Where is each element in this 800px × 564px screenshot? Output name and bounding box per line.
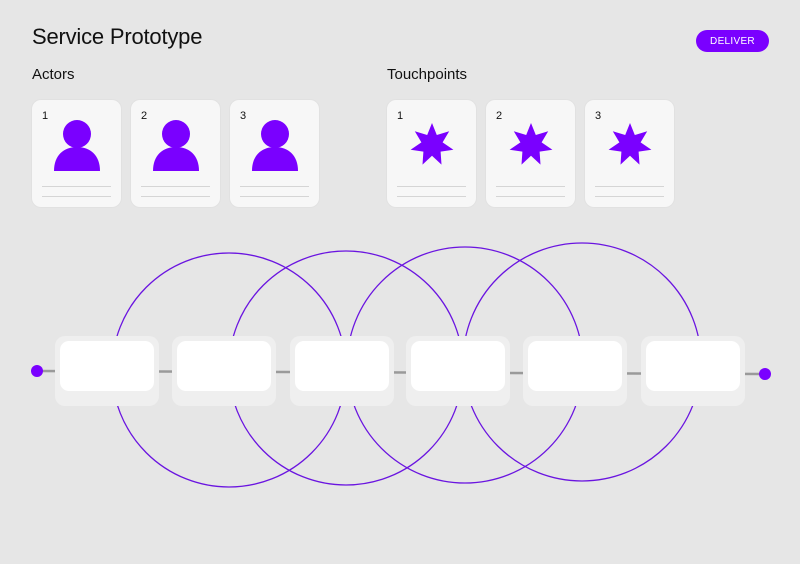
actor-card-1[interactable]: 1 — [32, 100, 121, 207]
star-icon — [608, 123, 652, 165]
flow-step-4 — [406, 336, 510, 406]
flow-step-5 — [523, 336, 627, 406]
flow-step-box[interactable] — [411, 341, 505, 391]
touchpoint-card-1[interactable]: 1 — [387, 100, 476, 207]
touchpoints-heading: Touchpoints — [387, 66, 468, 83]
card-line — [240, 196, 309, 197]
flow-step-2 — [172, 336, 276, 406]
person-icon — [252, 120, 298, 171]
flow-step-box[interactable] — [177, 341, 271, 391]
actor-card-3[interactable]: 3 — [230, 100, 319, 207]
person-icon — [153, 120, 199, 171]
card-line — [240, 186, 309, 187]
flow-step-box[interactable] — [60, 341, 154, 391]
person-icon — [54, 120, 100, 171]
card-line — [141, 186, 210, 187]
star-icon — [410, 123, 454, 165]
flow-step-box[interactable] — [528, 341, 622, 391]
page-title: Service Prototype — [32, 24, 203, 49]
card-line — [42, 196, 111, 197]
actor-number: 2 — [141, 110, 148, 122]
flow-step-box[interactable] — [646, 341, 740, 391]
touchpoint-number: 2 — [496, 110, 503, 122]
star-icon — [509, 123, 553, 165]
actor-number: 1 — [42, 110, 49, 122]
flow-step-3 — [290, 336, 394, 406]
card-line — [42, 186, 111, 187]
card-line — [496, 186, 565, 187]
flow-step-1 — [55, 336, 159, 406]
flow-step-box[interactable] — [295, 341, 389, 391]
touchpoint-card-2[interactable]: 2 — [486, 100, 575, 207]
actor-number: 3 — [240, 110, 247, 122]
card-line — [496, 196, 565, 197]
flow-step-6 — [641, 336, 745, 406]
deliver-button[interactable]: DELIVER — [696, 30, 769, 52]
touchpoint-card-3[interactable]: 3 — [585, 100, 674, 207]
card-line — [595, 186, 664, 187]
card-line — [397, 186, 466, 187]
card-line — [595, 196, 664, 197]
card-line — [141, 196, 210, 197]
actors-heading: Actors — [32, 66, 75, 83]
touchpoint-number: 1 — [397, 110, 404, 122]
touchpoint-number: 3 — [595, 110, 602, 122]
card-line — [397, 196, 466, 197]
actor-card-2[interactable]: 2 — [131, 100, 220, 207]
